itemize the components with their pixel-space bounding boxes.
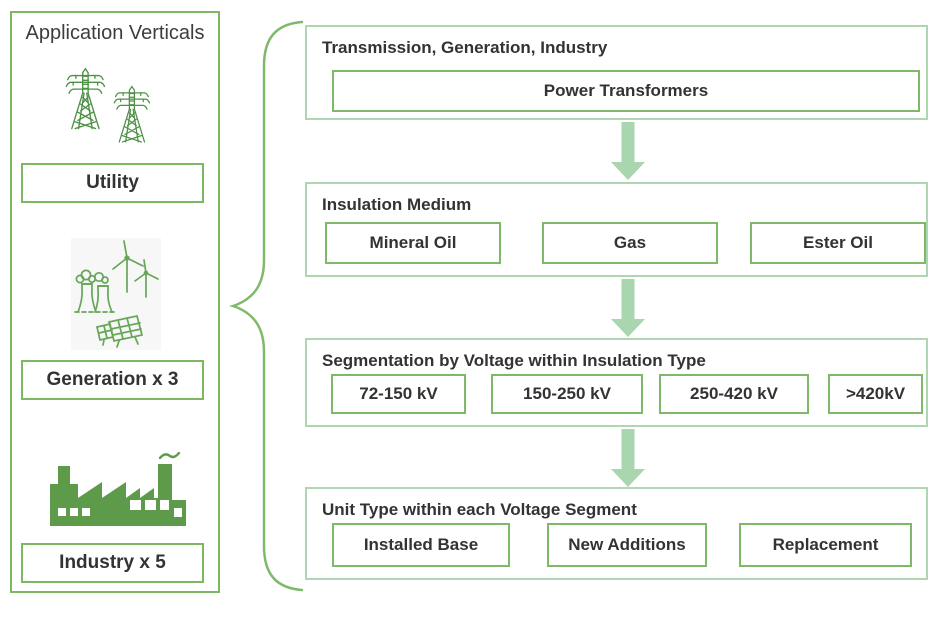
flow-box-label: 150-250 kV — [523, 384, 611, 403]
down-arrow-icon — [611, 279, 645, 337]
flow-box-label: Mineral Oil — [369, 233, 457, 252]
arrow-slot — [305, 120, 928, 182]
flow-row-unit-type: Unit Type within each Voltage Segment In… — [305, 487, 928, 580]
flow-box-mineral-oil: Mineral Oil — [325, 222, 501, 264]
vertical-label-text: Industry x 5 — [59, 552, 166, 573]
flow-row-transformers: Transmission, Generation, Industry Power… — [305, 25, 928, 120]
arrow-slot — [305, 427, 928, 487]
factory-icon — [50, 451, 186, 526]
flow-box-power-transformers: Power Transformers — [332, 70, 920, 112]
flow-box-label: Replacement — [772, 535, 879, 554]
down-arrow-icon — [611, 429, 645, 487]
flow-box-label: Ester Oil — [803, 233, 873, 252]
flow-box-ester-oil: Ester Oil — [750, 222, 926, 264]
vertical-label-generation: Generation x 3 — [21, 360, 204, 400]
arrow-slot — [305, 277, 928, 338]
flow-box-250-420kv: 250-420 kV — [659, 374, 809, 414]
row-header: Transmission, Generation, Industry — [322, 38, 608, 57]
vertical-label-text: Generation x 3 — [46, 369, 179, 390]
vertical-label-industry: Industry x 5 — [21, 543, 204, 583]
flow-box-label: New Additions — [568, 535, 686, 554]
vertical-label-text: Utility — [86, 172, 139, 193]
transmission-towers-icon — [65, 68, 151, 143]
down-arrow-icon — [611, 122, 645, 180]
application-verticals-panel: Application Verticals Utility — [10, 11, 220, 593]
flow-box-72-150kv: 72-150 kV — [331, 374, 466, 414]
brace-icon — [229, 20, 304, 592]
panel-title: Application Verticals — [25, 22, 205, 44]
flow-box-label: Installed Base — [363, 535, 479, 554]
flow-column: Transmission, Generation, Industry Power… — [305, 25, 928, 580]
row-header: Unit Type within each Voltage Segment — [322, 500, 637, 519]
flow-box-label: 250-420 kV — [690, 384, 778, 403]
flow-box-150-250kv: 150-250 kV — [491, 374, 643, 414]
flow-box-installed-base: Installed Base — [332, 523, 510, 567]
flow-box-label: Gas — [613, 233, 647, 252]
flow-row-insulation: Insulation Medium Mineral Oil Gas Ester … — [305, 182, 928, 277]
flow-box-label: >420kV — [845, 384, 906, 403]
flow-box-replacement: Replacement — [739, 523, 912, 567]
flow-box-label: 72-150 kV — [359, 384, 438, 403]
row-header: Insulation Medium — [322, 195, 472, 214]
generation-mix-icon — [71, 238, 161, 350]
flow-box-new-additions: New Additions — [547, 523, 707, 567]
flow-box-gas: Gas — [542, 222, 718, 264]
vertical-label-utility: Utility — [21, 163, 204, 203]
row-header: Segmentation by Voltage within Insulatio… — [322, 351, 706, 370]
flow-row-voltage: Segmentation by Voltage within Insulatio… — [305, 338, 928, 427]
flow-box-over-420kv: >420kV — [828, 374, 923, 414]
flow-box-label: Power Transformers — [543, 81, 709, 100]
